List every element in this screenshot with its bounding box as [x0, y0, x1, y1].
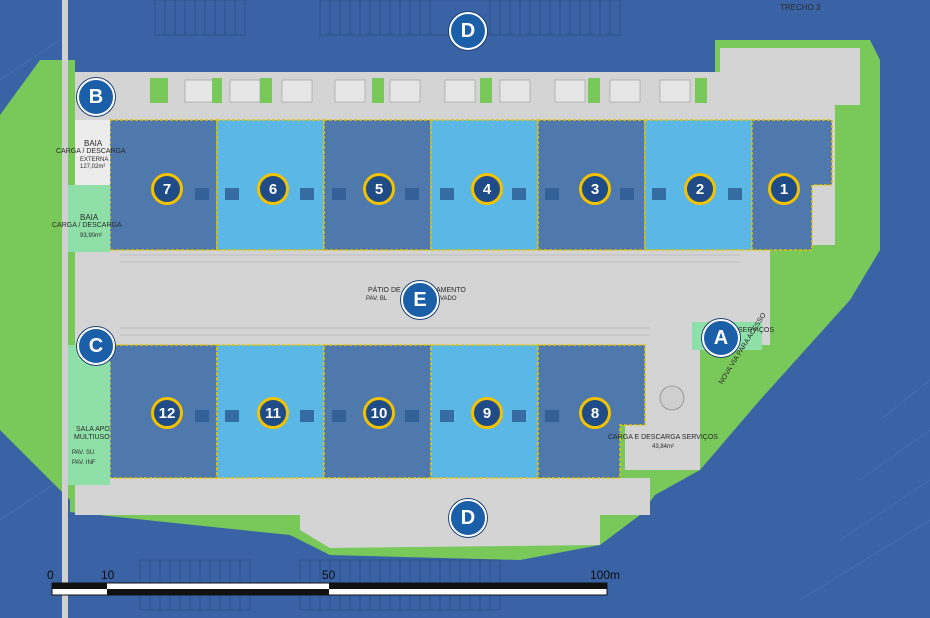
top-green-islands	[150, 78, 707, 103]
dock-details	[195, 188, 742, 422]
sala-label-a: SALA APO	[76, 426, 110, 433]
unit-11-badge[interactable]: 11	[257, 397, 289, 429]
unit-4-badge[interactable]: 4	[471, 173, 503, 205]
baia-externa-title: BAIA	[84, 139, 103, 148]
baia-externa	[75, 120, 110, 185]
unit-2-badge[interactable]: 2	[684, 173, 716, 205]
service-tank	[659, 385, 685, 411]
unit-3-badge[interactable]: 3	[579, 173, 611, 205]
sala-label-d: PAV. INF	[72, 460, 96, 466]
top-stalls	[184, 79, 691, 103]
scale-label-50: 50	[322, 568, 336, 582]
servicos-label: SERVIÇOS	[738, 327, 775, 334]
scale-bar	[51, 582, 608, 596]
unit-7-badge[interactable]: 7	[151, 173, 183, 205]
courtyard-stalls	[120, 254, 740, 336]
unit-1-badge[interactable]: 1	[768, 173, 800, 205]
carga-servicos-label: CARGA E DESCARGA SERVIÇOS	[608, 434, 718, 441]
unit-5-badge[interactable]: 5	[363, 173, 395, 205]
marker-b[interactable]: B	[77, 78, 115, 116]
sala-label-c: PAV. SU	[72, 450, 95, 456]
top-right-paved	[720, 48, 860, 105]
unit-8-badge[interactable]: 8	[579, 397, 611, 429]
marker-d-top[interactable]: D	[449, 12, 487, 50]
top-parking-grid	[154, 0, 621, 36]
baia-externa-area: 127,02m²	[80, 164, 106, 170]
unit-9-badge[interactable]: 9	[471, 397, 503, 429]
baia-externa-desc: CARGA / DESCARGA	[56, 148, 126, 155]
baia-carga-area: 93,90m²	[80, 233, 103, 239]
carga-servicos-area: 43,84m²	[652, 444, 675, 450]
marker-a[interactable]: A	[702, 319, 740, 357]
baia-carga	[68, 185, 110, 252]
scale-label-100: 100m	[590, 568, 621, 582]
baia-externa-type: EXTERNA	[80, 157, 109, 163]
baia-carga-title: BAIA	[80, 213, 99, 222]
unit-12-badge[interactable]: 12	[151, 397, 183, 429]
sala-label-b: MULTIUSO	[74, 434, 110, 441]
sala-multiuso	[68, 345, 110, 485]
unit-6-badge[interactable]: 6	[257, 173, 289, 205]
marker-d-bottom[interactable]: D	[449, 499, 487, 537]
left-green-area	[0, 60, 75, 505]
scale-label-0: 0	[47, 568, 54, 582]
patio-label-c: PAV. BL	[366, 296, 388, 302]
unit-10-badge[interactable]: 10	[363, 397, 395, 429]
scale-label-10: 10	[101, 568, 115, 582]
patio-label-b: AMENTO	[436, 287, 466, 294]
service-yard	[645, 345, 700, 425]
marker-c[interactable]: C	[77, 327, 115, 365]
marker-e[interactable]: E	[401, 281, 439, 319]
baia-carga-desc: CARGA / DESCARGA	[52, 222, 122, 229]
trecho-label: TRECHO 3	[780, 3, 821, 12]
service-loading	[625, 425, 700, 470]
patio-label-d: VADO	[440, 296, 457, 302]
patio-label-a: PÁTIO DE	[368, 287, 401, 294]
